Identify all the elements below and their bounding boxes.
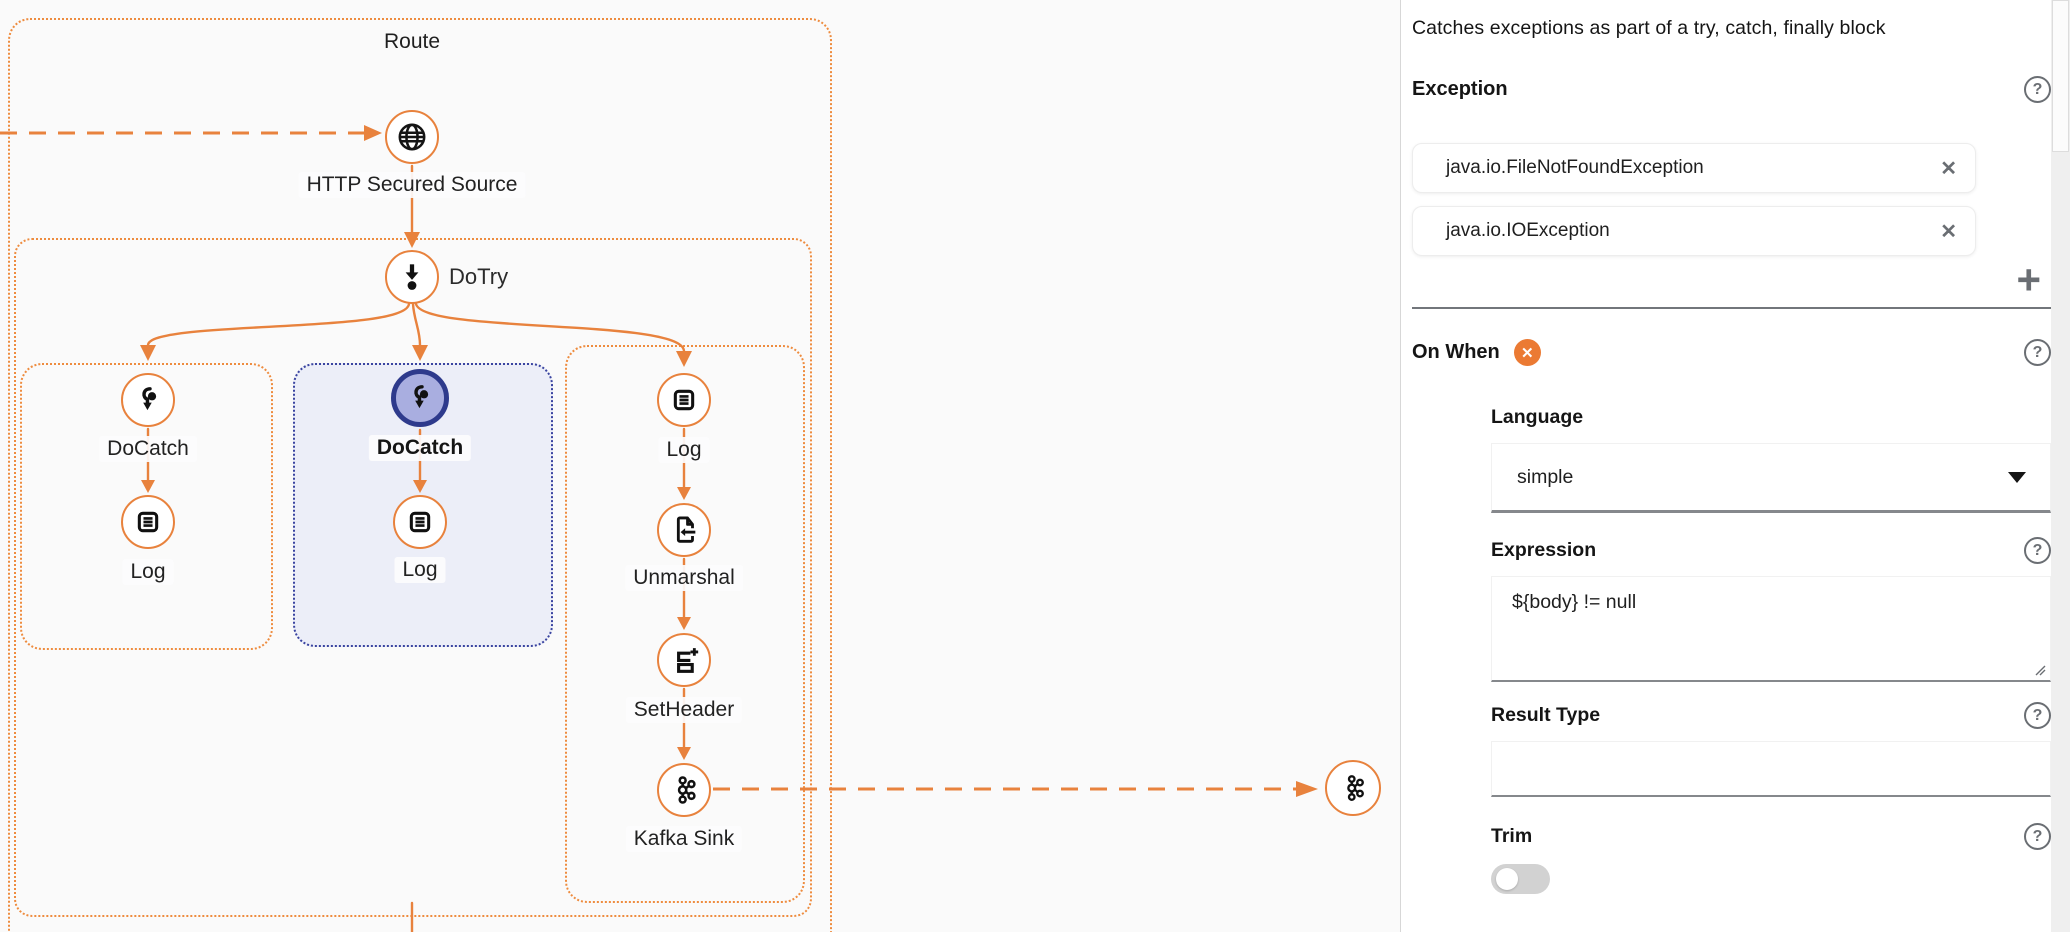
result-type-row: Result Type ? (1491, 702, 2051, 729)
node-label-dotry: DoTry (449, 264, 509, 289)
node-kafka-target[interactable] (1325, 760, 1381, 816)
expression-label: Expression (1491, 539, 1597, 561)
language-label: Language (1491, 406, 1584, 428)
help-icon[interactable]: ? (2024, 537, 2051, 564)
docatch-icon (142, 387, 157, 411)
trim-toggle-off[interactable] (1491, 864, 1550, 894)
branch-3-container[interactable] (565, 345, 805, 903)
exception-item[interactable]: java.io.FileNotFoundException ✕ (1412, 143, 1976, 193)
resize-handle-icon[interactable] (2032, 662, 2046, 676)
exception-value[interactable]: java.io.FileNotFoundException (1446, 157, 1704, 178)
kafka-icon (1347, 775, 1364, 801)
properties-panel: Catches exceptions as part of a try, cat… (1400, 0, 2070, 932)
remove-onwhen-icon[interactable]: ✕ (1513, 339, 1541, 366)
expression-textarea[interactable]: ${body} != null (1491, 576, 2051, 682)
node-label-unmarshal: Unmarshal (625, 565, 743, 591)
exception-field-header: Exception ? (1412, 76, 2051, 103)
exception-list-group: java.io.FileNotFoundException ✕ java.io.… (1412, 131, 2051, 309)
language-value: simple (1517, 465, 1574, 488)
unmarshal-icon (676, 516, 696, 543)
node-label-setheader: SetHeader (625, 697, 743, 723)
node-label-log-3: Log (658, 437, 710, 463)
expression-value: ${body} != null (1512, 591, 1637, 613)
node-label-kafka-sink: Kafka Sink (625, 826, 743, 852)
trim-label: Trim (1491, 825, 1533, 847)
log-icon (673, 389, 695, 411)
edge-dotry-to-branch2 (411, 302, 422, 347)
exception-value[interactable]: java.io.IOException (1446, 220, 1610, 241)
node-docatch-1[interactable] (121, 373, 175, 427)
route-container[interactable] (8, 18, 832, 932)
setheader-icon (677, 648, 699, 673)
help-icon[interactable]: ? (2024, 76, 2051, 103)
log-icon (137, 511, 159, 533)
exception-label: Exception (1412, 78, 1508, 100)
log-icon (409, 511, 431, 533)
chevron-down-icon (2008, 471, 2026, 483)
node-label-docatch-1: DoCatch (99, 436, 197, 462)
result-type-label: Result Type (1491, 704, 1601, 726)
edge-dotry-to-branch1 (146, 302, 411, 347)
language-select[interactable]: simple (1491, 443, 2051, 513)
node-log-2[interactable] (393, 495, 447, 549)
language-row: Language (1491, 406, 2051, 429)
scrollbar-thumb[interactable] (2052, 0, 2069, 152)
step-description: Catches exceptions as part of a try, cat… (1412, 17, 1886, 39)
globe-icon (398, 123, 426, 151)
trim-row: Trim ? (1491, 823, 2051, 850)
onwhen-section-header: On When ✕ ? (1412, 339, 2051, 366)
node-label-log-1: Log (122, 559, 174, 585)
panel-scrollbar[interactable] (2051, 0, 2070, 932)
node-label-docatch-selected: DoCatch (368, 435, 472, 461)
node-dotry[interactable] (385, 250, 439, 304)
help-icon[interactable]: ? (2024, 702, 2051, 729)
docatch-icon (414, 385, 429, 409)
node-setheader[interactable] (657, 633, 711, 687)
node-docatch-selected[interactable] (391, 369, 449, 427)
exception-item[interactable]: java.io.IOException ✕ (1412, 206, 1976, 256)
node-log-3[interactable] (657, 373, 711, 427)
expression-row: Expression ? (1491, 537, 2051, 564)
toggle-knob (1496, 868, 1518, 890)
remove-exception-icon[interactable]: ✕ (1940, 220, 1957, 243)
node-label-http-secured-source: HTTP Secured Source (298, 172, 526, 198)
flow-canvas[interactable]: Route (0, 0, 1400, 932)
result-type-input[interactable] (1491, 741, 2051, 797)
edge-dotry-to-branch3 (414, 302, 686, 353)
arrowheads (140, 125, 1318, 797)
docatch-branch-1-container[interactable] (20, 363, 273, 650)
node-kafka-sink[interactable] (657, 763, 711, 817)
node-http-secured-source[interactable] (385, 110, 439, 164)
dotry-icon (405, 264, 419, 290)
onwhen-label: On When (1412, 341, 1500, 363)
help-icon[interactable]: ? (2024, 823, 2051, 850)
remove-exception-icon[interactable]: ✕ (1940, 157, 1957, 180)
help-icon[interactable]: ? (2024, 339, 2051, 366)
node-unmarshal[interactable] (657, 503, 711, 557)
kafka-icon (677, 776, 696, 804)
edges-layer (0, 125, 1318, 932)
node-log-1[interactable] (121, 495, 175, 549)
add-exception-button[interactable]: + (2016, 256, 2041, 303)
route-title: Route (383, 30, 441, 53)
node-label-log-2: Log (394, 557, 446, 583)
